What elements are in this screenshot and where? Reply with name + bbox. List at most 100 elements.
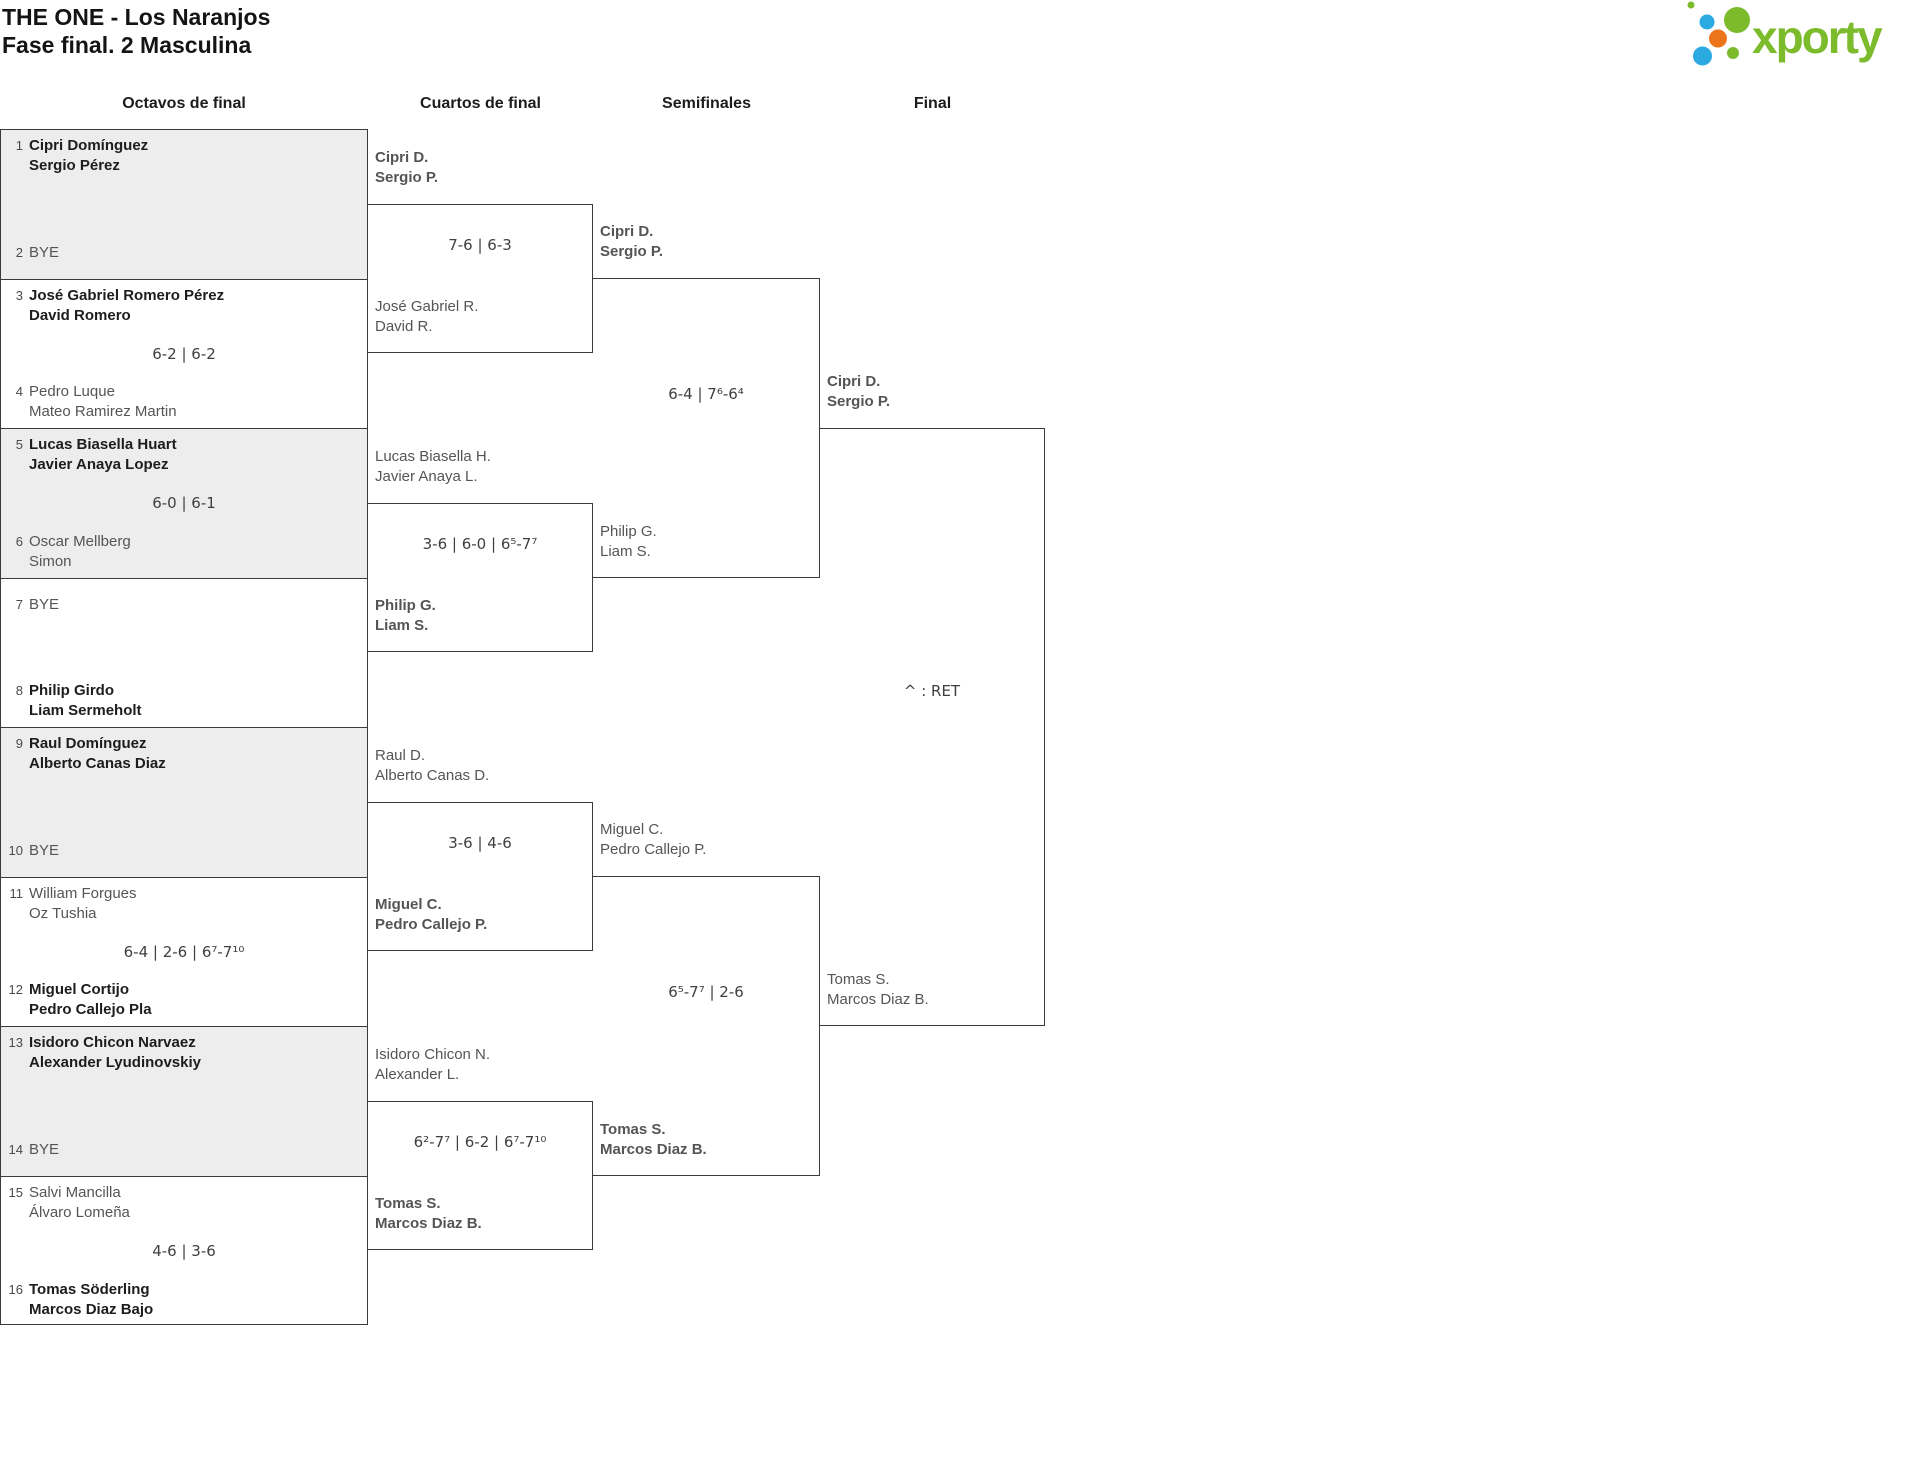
team-slot: 1 Cipri Domínguez Sergio Pérez	[6, 136, 363, 176]
round-header-cuartos: Cuartos de final	[420, 95, 541, 112]
match-cell-7: 13 Isidoro Chicon Narvaez Alexander Lyud…	[1, 1027, 367, 1177]
team-names: BYE	[29, 243, 59, 263]
advancing-team: Cipri D. Sergio P.	[827, 372, 890, 412]
round-header-final: Final	[913, 95, 952, 112]
team-slot: 7 BYE	[6, 595, 363, 615]
team-names: Pedro Luque Mateo Ramirez Martin	[29, 382, 177, 422]
final-match-box: ^ : RET	[820, 428, 1045, 1026]
ret-legend: ^ : RET	[903, 682, 961, 700]
team-name: Miguel Cortijo	[29, 981, 129, 998]
team-name: Cipri Domínguez	[29, 137, 149, 154]
team-name: Marcos Diaz Bajo	[29, 1301, 154, 1318]
seed-number: 9	[15, 736, 23, 751]
logo-wordmark: xporty	[1752, 11, 1883, 63]
seed-number: 8	[15, 683, 23, 698]
team-name: Isidoro Chicon Narvaez	[29, 1034, 196, 1051]
team-slot: 4 Pedro Luque Mateo Ramirez Martin	[6, 382, 363, 422]
match-cell-5: 9 Raul Domínguez Alberto Canas Diaz 10 B…	[1, 728, 367, 878]
match-cell-2: 3 José Gabriel Romero Pérez David Romero…	[1, 280, 367, 429]
team-names: José Gabriel Romero Pérez David Romero	[29, 286, 224, 326]
team-name: Sergio P.	[827, 393, 891, 410]
team-name: Raul Domínguez	[29, 735, 147, 752]
advancing-team: Tomas S. Marcos Diaz B.	[375, 1194, 482, 1234]
team-names: Isidoro Chicon Narvaez Alexander Lyudino…	[29, 1033, 201, 1073]
team-slot: 2 BYE	[6, 243, 363, 263]
match-score: 4-6 | 3-6	[152, 1242, 216, 1261]
team-name: Raul D.	[375, 747, 426, 764]
match-score: 3-6 | 4-6	[448, 834, 512, 852]
team-name: Alexander L.	[375, 1066, 460, 1083]
team-name: Sergio P.	[600, 243, 664, 260]
team-slot: 8 Philip Girdo Liam Sermeholt	[6, 681, 363, 721]
seed-number: 2	[15, 244, 23, 260]
team-name: Alberto Canas D.	[375, 767, 490, 784]
advancing-team: Tomas S. Marcos Diaz B.	[600, 1120, 707, 1160]
team-name: Marcos Diaz B.	[827, 991, 929, 1008]
advancing-team: Miguel C. Pedro Callejo P.	[600, 820, 706, 860]
match-cell-3: 5 Lucas Biasella Huart Javier Anaya Lope…	[1, 429, 367, 579]
team-name: Sergio Pérez	[29, 157, 120, 174]
advancing-team: Raul D. Alberto Canas D.	[375, 746, 489, 786]
team-name: Tomas S.	[600, 1121, 666, 1138]
team-slot: 15 Salvi Mancilla Álvaro Lomeña	[6, 1183, 363, 1223]
seed-number: 3	[15, 287, 23, 303]
team-name: Alberto Canas Diaz	[29, 755, 166, 772]
team-slot: 16 Tomas Söderling Marcos Diaz Bajo	[6, 1280, 363, 1320]
team-slot: 13 Isidoro Chicon Narvaez Alexander Lyud…	[6, 1033, 363, 1073]
advancing-team: Isidoro Chicon N. Alexander L.	[375, 1045, 490, 1085]
team-name: Philip Girdo	[29, 682, 114, 699]
team-name: Javier Anaya Lopez	[29, 456, 169, 473]
page-title: THE ONE - Los Naranjos	[2, 4, 271, 30]
page-header: THE ONE - Los Naranjos Fase final. 2 Mas…	[2, 3, 270, 59]
cuartos-match-box-3: 3-6 | 4-6	[368, 802, 593, 951]
semifinal-match-box-1: 6-4 | 7⁶-6⁴	[593, 278, 820, 578]
team-name: Simon	[29, 552, 72, 570]
cuartos-match-box-2: 3-6 | 6-0 | 6⁵-7⁷	[368, 503, 593, 652]
team-slot: 9 Raul Domínguez Alberto Canas Diaz	[6, 734, 363, 774]
team-name: Oz Tushia	[29, 904, 97, 922]
team-name: Pedro Luque	[29, 383, 115, 400]
match-cell-6: 11 William Forgues Oz Tushia 6-4 | 2-6 |…	[1, 878, 367, 1027]
advancing-team: Miguel C. Pedro Callejo P.	[375, 895, 487, 935]
cuartos-match-box-1: 7-6 | 6-3	[368, 204, 593, 353]
team-name: Lucas Biasella H.	[375, 448, 491, 465]
seed-number: 14	[8, 1141, 23, 1157]
team-name: Cipri D.	[375, 149, 429, 166]
match-score: 6-4 | 2-6 | 6⁷-7¹⁰	[123, 942, 245, 961]
seed-number: 13	[8, 1035, 23, 1050]
seed-number: 15	[8, 1184, 23, 1200]
team-name: BYE	[29, 1140, 60, 1158]
team-name: David Romero	[29, 306, 131, 324]
advancing-team: Lucas Biasella H. Javier Anaya L.	[375, 447, 491, 487]
team-names: Lucas Biasella Huart Javier Anaya Lopez	[29, 435, 177, 475]
team-name: Marcos Diaz B.	[600, 1141, 707, 1158]
team-name: José Gabriel Romero Pérez	[29, 286, 225, 304]
team-names: BYE	[29, 841, 59, 861]
team-names: BYE	[29, 595, 59, 615]
team-name: Mateo Ramirez Martin	[29, 403, 177, 420]
cuartos-match-box-4: 6²-7⁷ | 6-2 | 6⁷-7¹⁰	[368, 1101, 593, 1250]
team-slot: 12 Miguel Cortijo Pedro Callejo Pla	[6, 980, 363, 1020]
team-name: Miguel C.	[600, 821, 664, 838]
team-name: Alexander Lyudinovskiy	[29, 1054, 202, 1071]
team-slot: 6 Oscar Mellberg Simon	[6, 532, 363, 572]
seed-number: 7	[15, 596, 23, 612]
team-name: Cipri D.	[827, 373, 881, 390]
round-header-octavos: Octavos de final	[122, 95, 246, 112]
seed-number: 4	[15, 384, 23, 399]
team-name: Tomas Söderling	[29, 1281, 150, 1298]
team-name: Isidoro Chicon N.	[375, 1046, 491, 1063]
team-name: Salvi Mancilla	[29, 1183, 121, 1201]
team-name: Tomas S.	[827, 971, 890, 988]
team-name: Miguel C.	[375, 896, 442, 913]
team-name: Liam S.	[375, 617, 429, 634]
team-names: Tomas Söderling Marcos Diaz Bajo	[29, 1280, 153, 1320]
team-name: William Forgues	[29, 884, 137, 902]
team-name: Lucas Biasella Huart	[29, 436, 177, 453]
match-score: 6-2 | 6-2	[152, 344, 216, 363]
match-score: 6⁵-7⁷ | 2-6	[668, 983, 744, 1001]
team-name: Javier Anaya L.	[375, 468, 478, 485]
team-name: Philip G.	[600, 523, 657, 540]
team-names: Cipri Domínguez Sergio Pérez	[29, 136, 148, 176]
advancing-team: Philip G. Liam S.	[600, 522, 657, 562]
